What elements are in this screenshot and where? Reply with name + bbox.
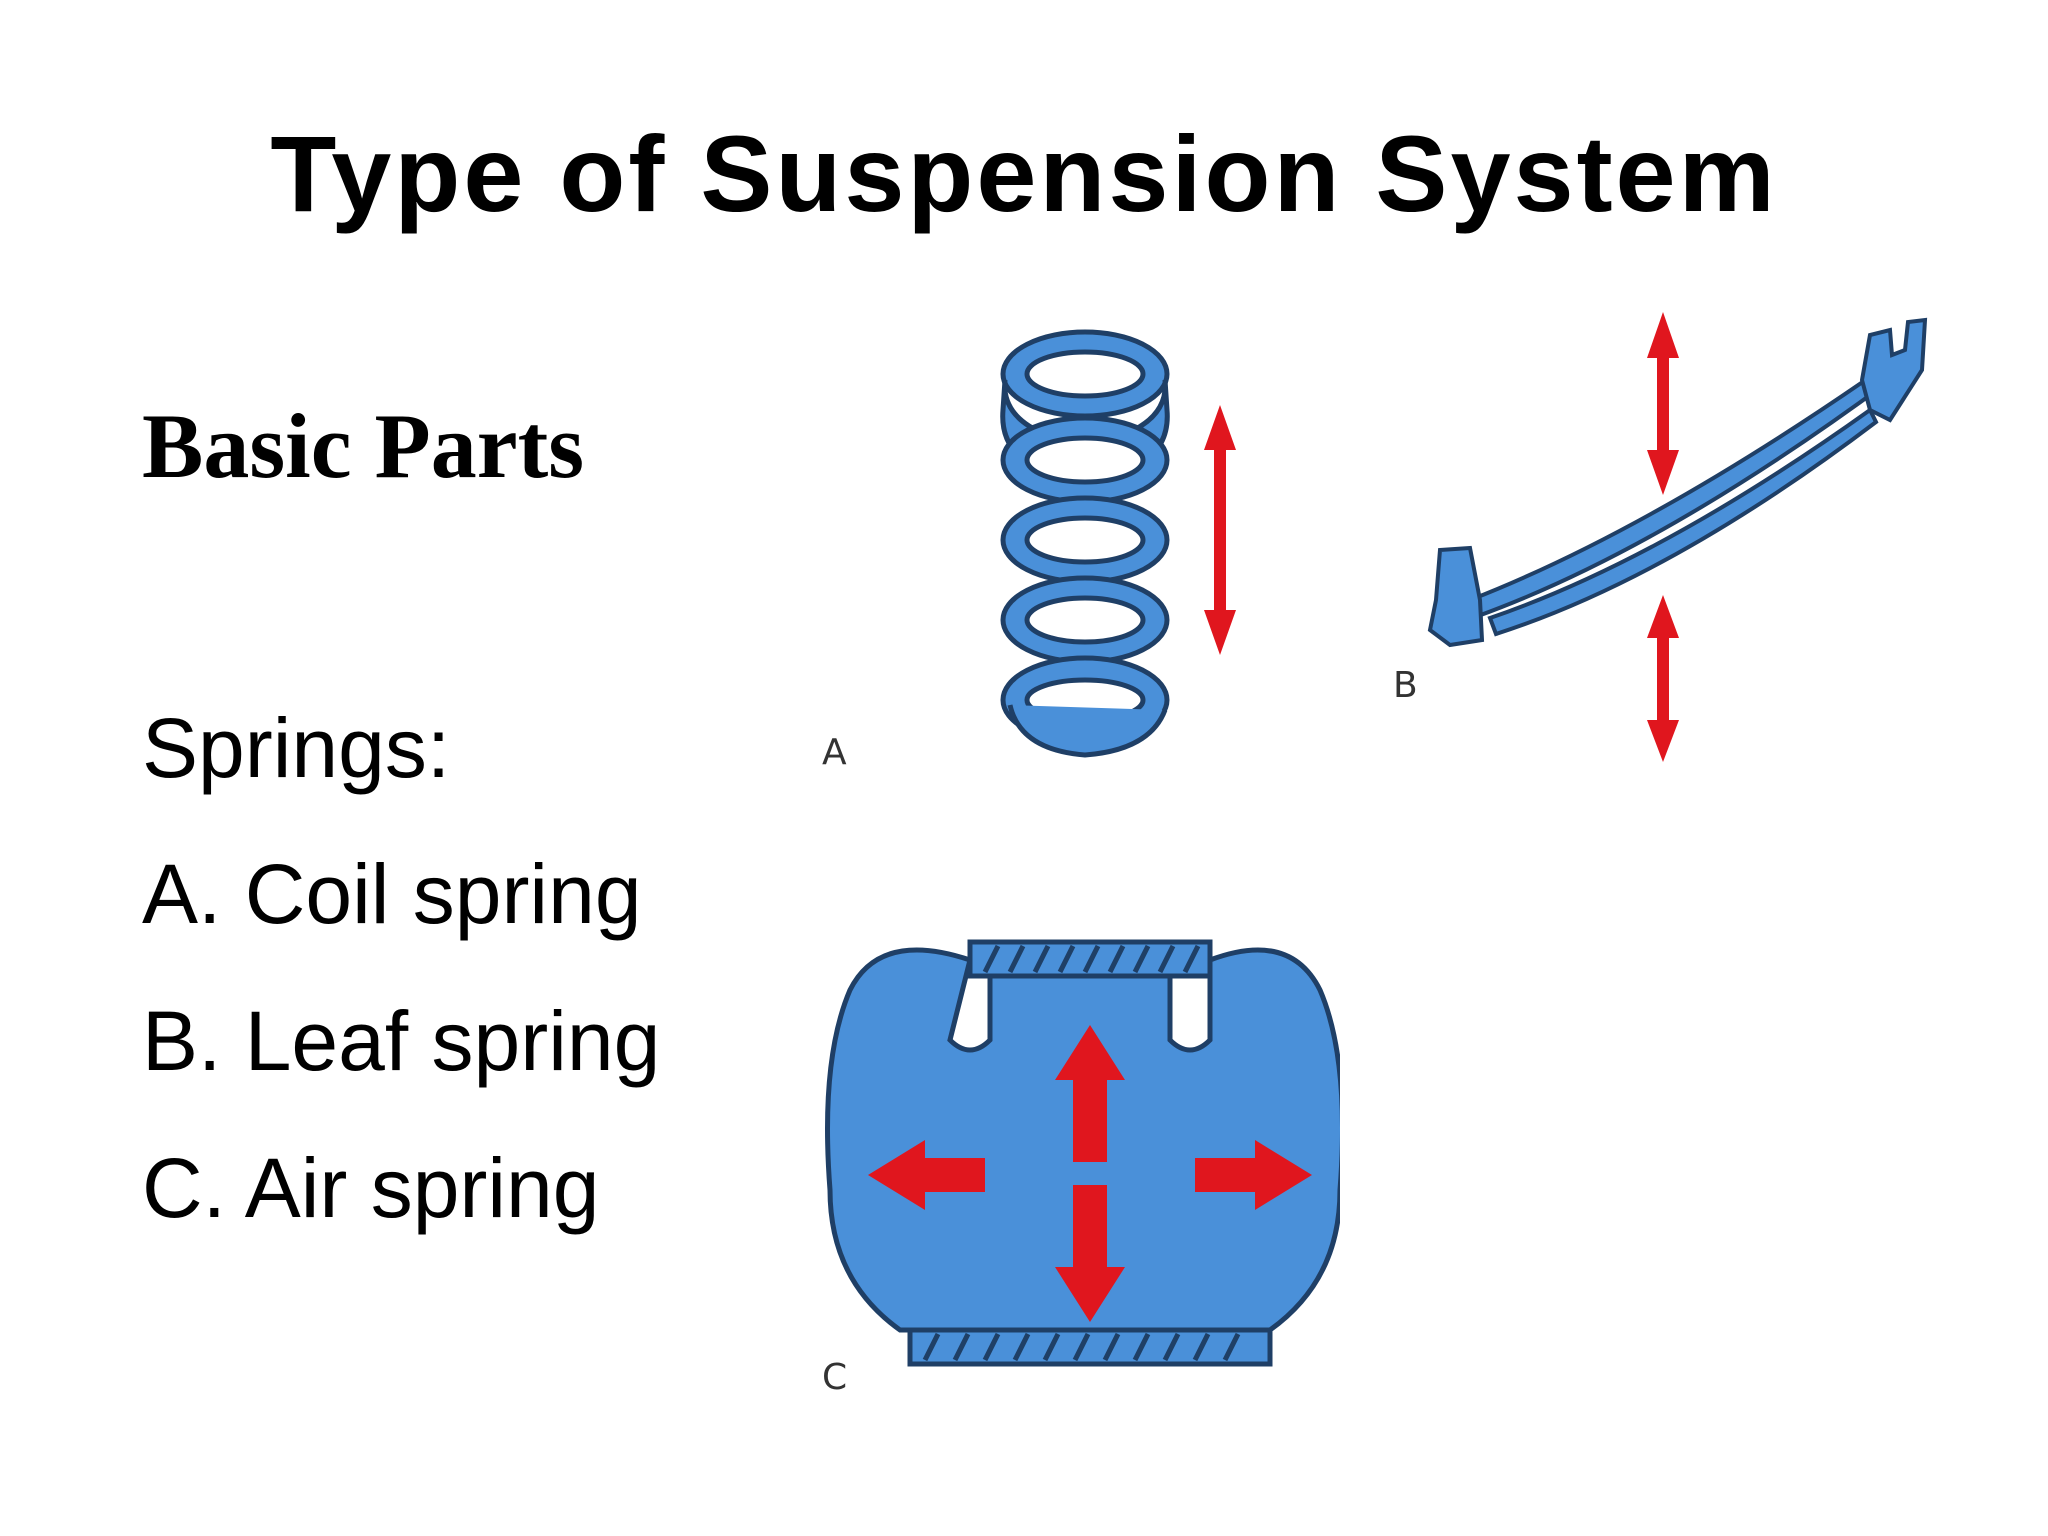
list-item-air-spring: C. Air spring (142, 1141, 600, 1235)
up-arrow-icon (1647, 312, 1679, 495)
list-item-leaf-spring: B. Leaf spring (142, 994, 661, 1088)
arrow-up-icon (1055, 1025, 1125, 1162)
arrow-left-icon (868, 1140, 985, 1210)
figure-label-a: A (822, 732, 847, 773)
coil-spring-illustration (1000, 329, 1236, 758)
springs-label: Springs: (142, 701, 451, 795)
basic-parts-heading: Basic Parts (142, 395, 585, 497)
list-item-coil-spring: A. Coil spring (142, 847, 642, 941)
figure-label-c: C (822, 1357, 848, 1398)
down-arrow-icon (1647, 595, 1679, 762)
arrow-right-icon (1195, 1140, 1312, 1210)
leaf-spring-icon (1427, 317, 1928, 648)
arrow-down-icon (1055, 1185, 1125, 1322)
figure-label-b: B (1393, 665, 1418, 706)
coil-spring-icon (1000, 329, 1170, 758)
leaf-spring-illustration (1427, 312, 1928, 762)
vertical-arrow-icon (1204, 405, 1236, 655)
slide-title: Type of Suspension System (270, 113, 1778, 234)
air-spring-illustration (825, 939, 1340, 1367)
